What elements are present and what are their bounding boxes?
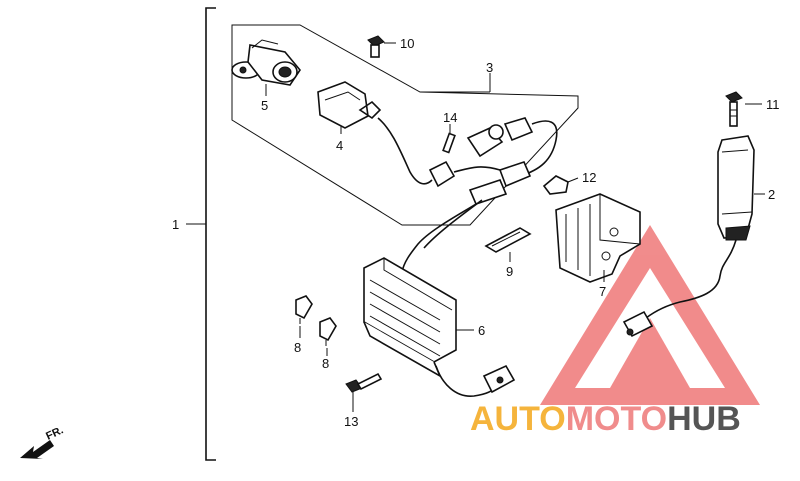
callout-14: 14 (443, 110, 457, 125)
callout-1: 1 (172, 217, 179, 232)
callout-13: 13 (344, 414, 358, 429)
part-4-connector (317, 81, 433, 185)
callout-5: 5 (261, 98, 268, 113)
callout-labels: 1 2 3 4 5 6 7 8 8 9 10 11 12 13 14 (172, 36, 780, 429)
callout-11: 11 (766, 97, 780, 112)
watermark-hub: HUB (667, 400, 741, 438)
callout-8-upper: 8 (294, 340, 301, 355)
callout-10: 10 (400, 36, 414, 51)
callout-9: 9 (506, 264, 513, 279)
front-arrow-icon (20, 440, 54, 459)
svg-text:AUTOMOTOHUB: AUTOMOTOHUB (470, 400, 741, 438)
part-12-grommet (542, 175, 569, 195)
watermark-text: AUTOMOTOHUB (470, 400, 741, 438)
part-6-regulator (363, 257, 516, 397)
part-8-clip-upper (295, 295, 313, 324)
part-11-bolt (725, 91, 743, 127)
callout-2: 2 (768, 187, 775, 202)
part-7-bracket (555, 193, 641, 283)
part-13-bolt (345, 372, 383, 393)
watermark-moto: MOTO (566, 400, 667, 438)
part-9-clip (484, 227, 532, 253)
callout-3: 3 (486, 60, 493, 75)
part-8-clip-lower (319, 317, 337, 346)
callout-12: 12 (582, 170, 596, 185)
callout-4: 4 (336, 138, 343, 153)
callout-7: 7 (599, 284, 606, 299)
front-direction-indicator: FR. (20, 424, 65, 459)
direction-label: FR. (44, 424, 65, 442)
part-2-module (622, 135, 755, 338)
assembly-bracket (186, 7, 216, 461)
harness-wires (401, 117, 558, 273)
callout-8-lower: 8 (322, 356, 329, 371)
part-10-bolt (367, 35, 385, 58)
callout-6: 6 (478, 323, 485, 338)
watermark-auto: AUTO (470, 400, 566, 438)
harness-outline (231, 24, 579, 226)
leader-lines (299, 42, 765, 412)
watermark-logo (540, 225, 760, 405)
part-5-socket (231, 39, 301, 96)
